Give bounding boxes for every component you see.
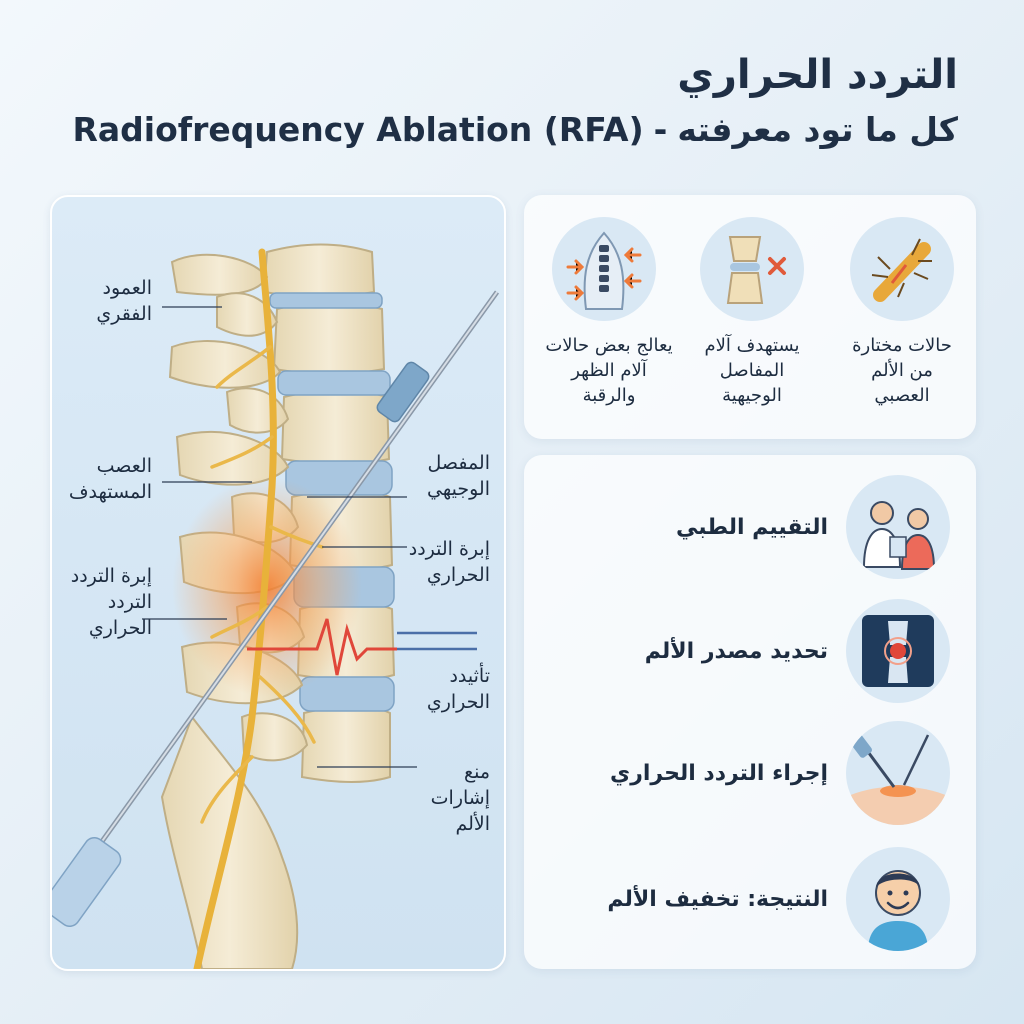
step-perform-rfa: إجراء التردد الحراري — [610, 761, 828, 786]
facet-joint-icon — [700, 217, 804, 321]
page-title: التردد الحراري — [677, 52, 958, 98]
doctor-patient-icon — [846, 475, 950, 579]
xray-knee-icon — [846, 599, 950, 703]
label-leader-lines — [142, 306, 417, 768]
needle-procedure-icon — [846, 721, 950, 825]
nerve-path — [193, 248, 277, 969]
subtitle-english: Radiofrequency Ablation (RFA) — [72, 110, 644, 149]
smiling-face-icon — [846, 847, 950, 951]
subtitle-separator: - — [653, 110, 668, 149]
page-subtitle: Radiofrequency Ablation (RFA)-كل ما تود … — [72, 110, 958, 149]
subtitle-arabic: كل ما تود معرفته — [677, 110, 958, 149]
thermal-signal-wave — [247, 618, 397, 676]
step-result-pain-relief: النتيجة: تخفيف الألم — [607, 887, 828, 912]
nerve-cell-icon — [850, 217, 954, 321]
back-spine-icon — [552, 217, 656, 321]
spine-illustration — [52, 243, 500, 969]
rfa-needle — [52, 290, 500, 928]
step-medical-evaluation: التقييم الطبي — [676, 515, 828, 540]
step-identify-pain-source: تحديد مصدر الألم — [644, 639, 828, 664]
nerve-branches — [200, 345, 324, 824]
steps-card: التقييم الطبي تحديد مصدر الألم إجراء الت… — [524, 455, 976, 969]
